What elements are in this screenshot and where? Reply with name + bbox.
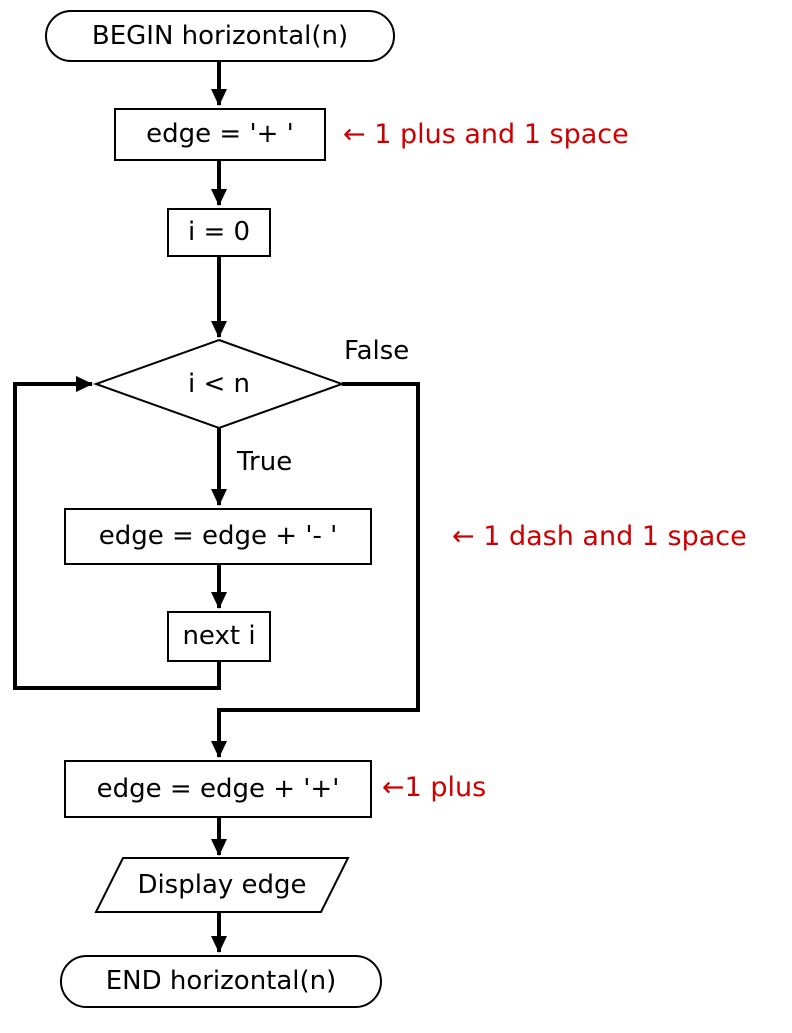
connector-condition-false-to-append-plus [211, 382, 420, 758]
process-init-i: i = 0 [167, 208, 271, 257]
begin-terminal: BEGIN horizontal(n) [45, 10, 395, 62]
io-display-label: Display edge [137, 870, 307, 900]
branch-label-true: True [237, 447, 293, 477]
annotation-plus-and-space: ← 1 plus and 1 space [343, 119, 629, 150]
process-init-i-label: i = 0 [187, 217, 251, 248]
decision-condition-label: i < n [187, 369, 251, 399]
connector-loop-back-to-condition [13, 376, 221, 690]
process-next-i-label: next i [182, 621, 256, 652]
end-terminal: END horizontal(n) [60, 955, 382, 1008]
display-parallelogram-shape [94, 857, 350, 913]
annotation-one-plus: ←1 plus [382, 772, 487, 803]
begin-terminal-label: BEGIN horizontal(n) [91, 20, 349, 51]
process-append-plus-label: edge = edge + '+' [96, 773, 340, 804]
process-init-edge-label: edge = '+ ' [146, 119, 294, 150]
process-append-dash-label: edge = edge + '- ' [98, 521, 338, 552]
process-next-i: next i [167, 611, 271, 662]
process-append-plus: edge = edge + '+' [64, 760, 372, 818]
end-terminal-label: END horizontal(n) [105, 966, 337, 997]
annotation-dash-and-space: ← 1 dash and 1 space [452, 521, 747, 552]
process-init-edge: edge = '+ ' [114, 108, 326, 161]
decision-diamond-shape [93, 338, 345, 430]
branch-label-false: False [344, 336, 410, 366]
process-append-dash: edge = edge + '- ' [64, 508, 372, 565]
